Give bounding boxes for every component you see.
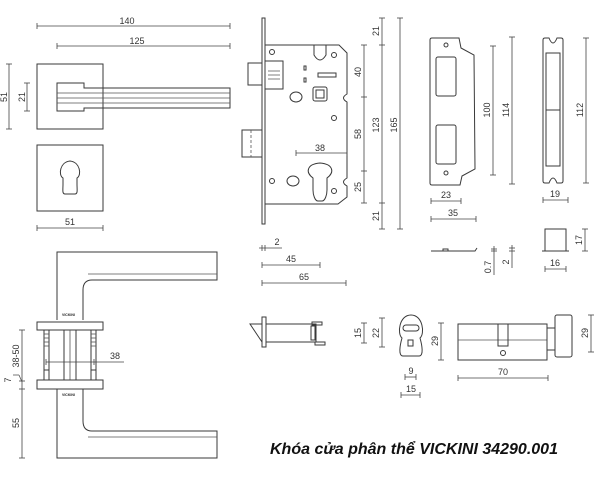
lower-lever bbox=[56, 389, 218, 459]
brand-mark-bottom: VICKINI bbox=[62, 393, 75, 397]
brand-mark-top: VICKINI bbox=[62, 313, 75, 317]
dim-125: 125 bbox=[129, 36, 144, 46]
dim-112: 112 bbox=[575, 103, 585, 117]
dim-55: 55 bbox=[11, 418, 21, 428]
upper-rose bbox=[36, 321, 104, 331]
dim-165: 165 bbox=[389, 117, 399, 132]
dim-51-escutcheon: 51 bbox=[65, 217, 75, 227]
thumb-turn-knob bbox=[554, 314, 573, 358]
dim-40: 40 bbox=[353, 67, 363, 77]
dim-58: 58 bbox=[353, 129, 363, 139]
lower-rose bbox=[36, 379, 104, 390]
dim-19: 19 bbox=[550, 189, 560, 199]
faceplate-front-view: 112 19 bbox=[542, 37, 589, 203]
cylinder-profile-view: 9 15 bbox=[398, 314, 424, 398]
dim-140: 140 bbox=[119, 16, 134, 26]
lever-top-view: 140 125 51 21 bbox=[0, 16, 231, 130]
dim-51-rose: 51 bbox=[0, 92, 9, 102]
cylinder-cutout bbox=[307, 162, 333, 202]
escutcheon-square bbox=[36, 144, 104, 212]
dim-21-bottom: 21 bbox=[371, 211, 381, 221]
dim-38-50: 38-50 bbox=[11, 344, 21, 367]
dim-0-7: 0.7 bbox=[483, 261, 493, 274]
upper-lever bbox=[56, 251, 218, 320]
latch-bolt-body bbox=[265, 323, 317, 343]
lever-handle bbox=[56, 82, 231, 112]
mortise-body-view: 38 40 58 25 21 123 21 165 2 45 65 bbox=[241, 17, 403, 286]
dim-22: 22 bbox=[371, 328, 381, 338]
dim-29-knob: 29 bbox=[580, 328, 590, 338]
dim-2-faceplate: 2 bbox=[274, 237, 279, 247]
mortise-case bbox=[264, 44, 348, 205]
dim-25: 25 bbox=[353, 182, 363, 192]
latch-bolt-view: 15 22 bbox=[249, 316, 385, 348]
faceplate-front bbox=[542, 37, 564, 184]
dim-70: 70 bbox=[498, 367, 508, 377]
dim-21-top: 21 bbox=[371, 26, 381, 36]
dim-114: 114 bbox=[501, 103, 511, 117]
dim-21-lever: 21 bbox=[17, 92, 27, 102]
strike-plate bbox=[429, 37, 476, 186]
cylinder-side-view: 29 29 70 bbox=[430, 314, 594, 381]
dim-35: 35 bbox=[448, 208, 458, 218]
dim-23: 23 bbox=[441, 190, 451, 200]
dim-38-backset: 38 bbox=[315, 143, 325, 153]
latch-tongue bbox=[249, 323, 263, 344]
strike-plate-view: 100 114 23 35 0.7 2 bbox=[429, 36, 515, 275]
dim-16: 16 bbox=[550, 258, 560, 268]
dim-7: 7 bbox=[3, 377, 13, 382]
dim-29-cylinder: 29 bbox=[430, 336, 440, 346]
dim-123: 123 bbox=[371, 117, 381, 132]
lever-side-view: VICKINI 38 VICKINI 38-50 7 55 bbox=[3, 251, 218, 459]
dim-100: 100 bbox=[482, 102, 492, 117]
dim-38-spindle: 38 bbox=[110, 351, 120, 361]
product-title: Khóa cửa phân thể VICKINI 34290.001 bbox=[270, 441, 558, 458]
keyhole-icon bbox=[59, 160, 81, 195]
dim-45: 45 bbox=[286, 254, 296, 264]
rose-square bbox=[36, 63, 104, 130]
latch-box bbox=[544, 228, 567, 252]
escutcheon-view: 51 bbox=[36, 144, 104, 231]
dim-9: 9 bbox=[408, 366, 413, 376]
cylinder-body bbox=[457, 323, 548, 361]
strike-profile bbox=[431, 247, 478, 252]
dim-2-strike: 2 bbox=[501, 259, 511, 264]
dim-17: 17 bbox=[574, 235, 584, 245]
dim-15-bolt: 15 bbox=[353, 328, 363, 338]
dim-15-cylinder: 15 bbox=[406, 384, 416, 394]
cylinder-profile bbox=[398, 314, 424, 357]
latch-box-view: 17 16 bbox=[542, 228, 588, 272]
dim-65: 65 bbox=[299, 272, 309, 282]
